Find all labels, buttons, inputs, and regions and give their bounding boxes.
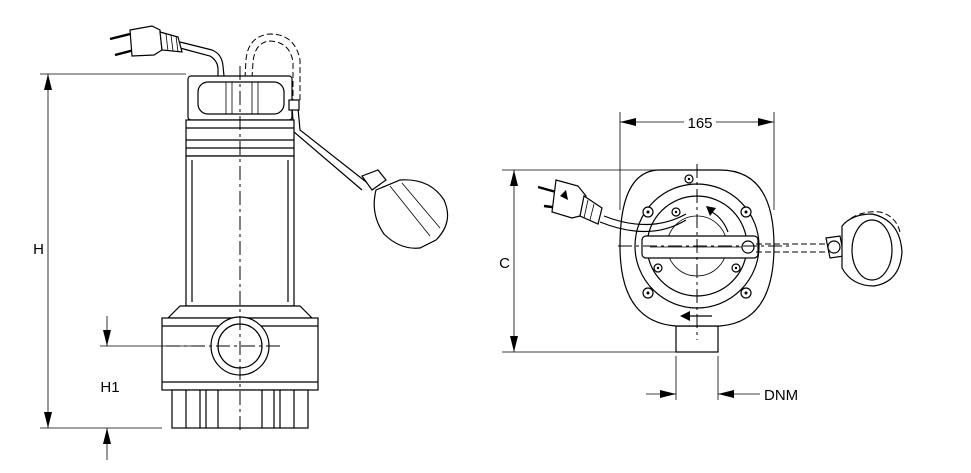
bolt-icon — [671, 207, 681, 217]
bolts — [642, 174, 752, 299]
bolt-icon — [653, 263, 663, 273]
power-cable — [179, 41, 225, 77]
bolt-icon — [740, 206, 752, 218]
width-label: 165 — [687, 115, 712, 132]
bolt-icon — [731, 263, 741, 273]
power-plug-icon — [537, 179, 603, 225]
dimension-165: 165 — [620, 115, 774, 132]
bolt-icon — [684, 174, 694, 184]
float-switch-top — [756, 235, 845, 259]
dimension-h1: H1 — [100, 316, 120, 460]
height-label: H — [33, 241, 44, 258]
float-switch-icon — [841, 211, 903, 287]
depth-label: C — [499, 255, 510, 272]
power-cable-top — [599, 213, 687, 233]
inlet-height-label: H1 — [100, 379, 119, 396]
outlet-label: DNM — [764, 387, 798, 404]
dimension-dnm: DNM — [646, 387, 798, 404]
float-switch-cable — [244, 33, 371, 191]
pump-handle — [187, 75, 300, 121]
dimension-h: H — [33, 74, 52, 428]
bolt-icon — [642, 206, 654, 218]
top-handle — [641, 235, 759, 259]
bolt-icon — [740, 287, 752, 299]
power-plug-icon — [109, 25, 183, 57]
dimension-c: C — [499, 170, 518, 352]
rotation-arrow-icon — [706, 206, 729, 233]
top-view: 165 C DNM — [499, 112, 903, 404]
bolt-icon — [642, 287, 654, 299]
front-view: H H1 — [33, 25, 449, 460]
float-switch-icon — [361, 169, 449, 249]
